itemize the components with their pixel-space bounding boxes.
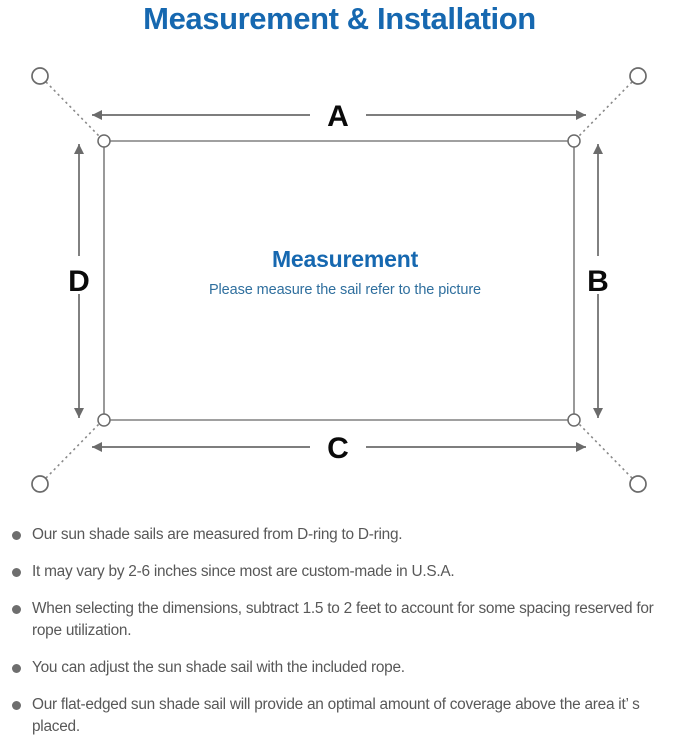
dimension-d: D: [68, 144, 90, 418]
sail-body: [103, 140, 575, 421]
list-item: Our flat-edged sun shade sail will provi…: [0, 694, 679, 738]
rope-line-bottom-right: [577, 422, 633, 479]
note-text: It may vary by 2-6 inches since most are…: [32, 563, 455, 580]
dimension-label-b: B: [587, 265, 609, 298]
note-text: Our flat-edged sun shade sail will provi…: [32, 696, 640, 735]
d-ring-bottom-left: [97, 413, 111, 427]
list-item: Our sun shade sails are measured from D-…: [0, 524, 679, 546]
list-item: You can adjust the sun shade sail with t…: [0, 657, 679, 679]
dimension-b: B: [587, 144, 609, 418]
anchor-ring-top-left: [31, 67, 49, 85]
bullet-icon: [12, 568, 21, 577]
rope-line-bottom-left: [45, 422, 101, 479]
bullet-icon: [12, 531, 21, 540]
list-item: When selecting the dimensions, subtract …: [0, 598, 679, 642]
dimension-a: A: [92, 100, 586, 133]
note-text: Our sun shade sails are measured from D-…: [32, 526, 403, 543]
bullet-icon: [12, 701, 21, 710]
d-ring-top-right: [567, 134, 581, 148]
d-ring-top-left: [97, 134, 111, 148]
dimension-label-c: C: [327, 432, 349, 465]
dimension-c: C: [92, 432, 586, 465]
anchor-rings: [31, 67, 647, 493]
rope-line-top-left: [45, 81, 101, 138]
d-ring-bottom-right: [567, 413, 581, 427]
sail-diagram: A C D B Measurement Please me: [0, 52, 679, 520]
dimension-label-d: D: [68, 265, 90, 298]
dimension-label-a: A: [327, 100, 349, 133]
d-rings: [97, 134, 581, 427]
sail-center-title: Measurement: [272, 246, 419, 272]
list-item: It may vary by 2-6 inches since most are…: [0, 561, 679, 583]
rope-lines: [45, 81, 633, 479]
anchor-ring-bottom-left: [31, 475, 49, 493]
bullet-icon: [12, 664, 21, 673]
bullet-icon: [12, 605, 21, 614]
note-text: You can adjust the sun shade sail with t…: [32, 659, 405, 676]
anchor-ring-top-right: [629, 67, 647, 85]
page-title: Measurement & Installation: [143, 1, 536, 36]
sail-diagram-svg: A C D B Measurement Please me: [31, 67, 647, 493]
sail-center-subtitle: Please measure the sail refer to the pic…: [209, 282, 481, 298]
anchor-ring-bottom-right: [629, 475, 647, 493]
note-text: When selecting the dimensions, subtract …: [32, 600, 654, 639]
rope-line-top-right: [577, 81, 633, 138]
notes-list: Our sun shade sails are measured from D-…: [0, 524, 679, 753]
